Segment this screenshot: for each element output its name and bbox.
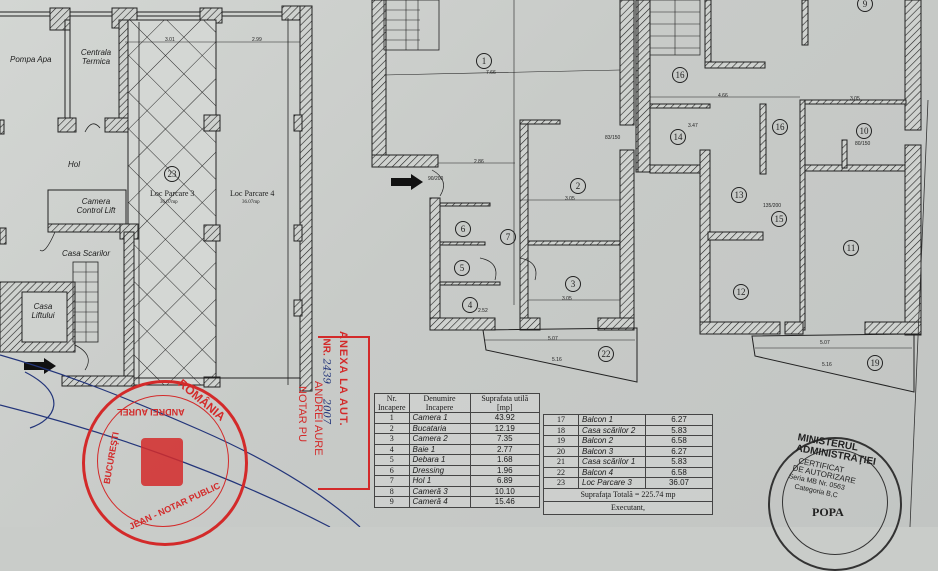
annex-stamp: ANEXA LA AUT. NR. 2439 2007 — [318, 331, 370, 490]
dimension: 4.66 — [718, 93, 728, 99]
room-number-2: 2 — [570, 178, 586, 194]
floor-plan-drawing — [0, 0, 929, 527]
dimension: 3.05 — [565, 196, 575, 202]
room-label-casa-scarilor: Casa Scarilor — [62, 249, 111, 258]
rooms-table-1: Nr. Incapere Denumire Incapere Suprafata… — [374, 393, 541, 508]
dimension: 7.66 — [486, 70, 496, 76]
executant-label: Executant, — [543, 500, 713, 515]
dimension: 2.86 — [474, 159, 484, 165]
room-number-4: 4 — [462, 297, 478, 313]
parking-area-3: 36.07mp — [160, 200, 178, 205]
dimension-width-3: 3.01 — [165, 37, 175, 43]
room-number-5: 5 — [454, 260, 470, 276]
middle-plan — [371, 0, 647, 383]
room-label-pompa-apa: Pompa Apa — [10, 55, 52, 64]
authorization-stamp: MINISTERUL ADMINISTRAŢIEI CERTIFICAT DE … — [768, 432, 902, 571]
room-number-9: 9 — [857, 0, 873, 12]
parking-label-3: Loc Parcare 3 — [150, 189, 195, 198]
room-number-15: 15 — [771, 211, 787, 227]
parking-area-4: 36.07mp — [242, 200, 260, 205]
total-area: Suprafaţa Totală = 225.74 mp — [543, 487, 713, 502]
dimension: 3.05 — [850, 96, 860, 102]
room-label-casa-liftului: Casa Liftului — [31, 302, 55, 320]
room-label-centrala-termica: Centrala Termica — [80, 48, 112, 66]
door-size: 135/200 — [763, 203, 782, 209]
dimension: 5.16 — [552, 357, 562, 363]
room-number-13: 13 — [731, 187, 747, 203]
notary-round-stamp: ROMÂNIA ANDREI AUREL JEAN - NOTAR PUBLIC… — [82, 376, 248, 546]
room-number-19: 19 — [867, 355, 883, 371]
right-plan — [637, 0, 929, 527]
room-number-22: 22 — [598, 346, 614, 362]
parking-label-4: Loc Parcare 4 — [230, 189, 275, 198]
dimension-width-4: 2.99 — [252, 37, 262, 43]
dimension: 5.07 — [820, 340, 830, 346]
room-number-7: 7 — [500, 229, 516, 245]
room-number-14: 14 — [670, 129, 686, 145]
room-number-16b: 16 — [772, 119, 788, 135]
entrance-arrow-icon — [391, 174, 423, 190]
door-size: 90/200 — [428, 176, 444, 182]
header-denumire: Denumire Incapere — [408, 393, 471, 413]
room-number-3: 3 — [565, 276, 581, 292]
room-number-10: 10 — [856, 123, 872, 139]
room-label-camera-control-lift: Camera Control Lift — [76, 197, 116, 215]
door-size: 83/150 — [605, 135, 621, 141]
room-number-16: 16 — [672, 67, 688, 83]
header-nr: Nr. Incapere — [374, 393, 410, 413]
dimension: 3.05 — [562, 296, 572, 302]
room-number-12: 12 — [733, 284, 749, 300]
dimension: 5.16 — [822, 362, 832, 368]
room-number-6: 6 — [455, 221, 471, 237]
notary-text-line1: ANDREI AURE — [312, 381, 324, 456]
dimension: 5.07 — [548, 336, 558, 342]
door-size: 80/150 — [855, 141, 871, 147]
coat-of-arms-icon — [141, 438, 183, 486]
notary-text-line2: NOTAR PU — [296, 386, 308, 443]
room-number-1: 1 — [476, 53, 492, 69]
header-suprafata: Suprafata utilă [mp] — [469, 393, 541, 413]
dimension: 3.47 — [688, 123, 698, 129]
room-label-hol: Hol — [68, 160, 81, 169]
room-number-23: 23 — [164, 166, 180, 182]
room-number-11: 11 — [843, 240, 859, 256]
dimension: 2.52 — [478, 308, 488, 314]
left-plan — [0, 5, 313, 392]
